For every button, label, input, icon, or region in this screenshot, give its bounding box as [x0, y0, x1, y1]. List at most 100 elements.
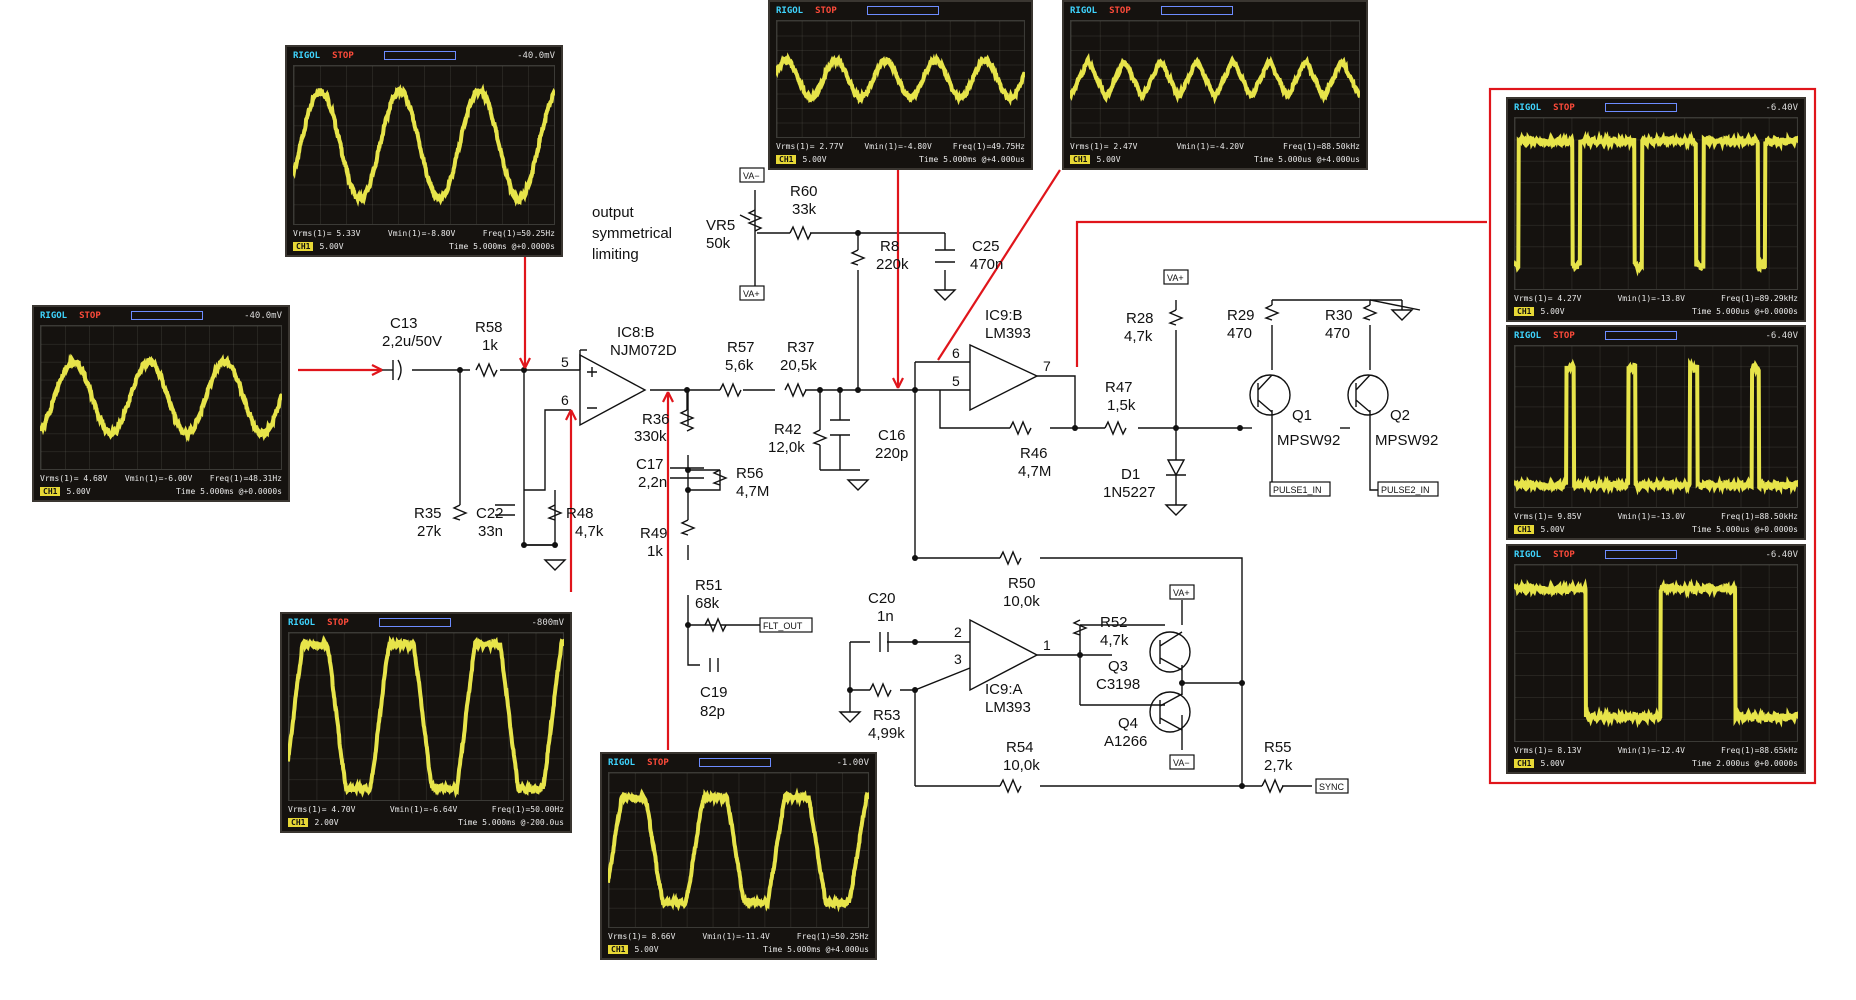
label-r52: R52 [1100, 614, 1128, 631]
probe-arrows [298, 87, 1817, 785]
net-va-plus-1: VA+ [743, 289, 760, 299]
pulse-scopes-frame [1488, 87, 1817, 785]
r54-symbol [999, 778, 1022, 794]
value-r55: 2,7k [1264, 757, 1293, 774]
value-r37: 20,5k [780, 357, 817, 374]
label-d1: D1 [1121, 466, 1140, 483]
r55-symbol [1261, 778, 1284, 794]
label-r36: R36 [642, 411, 670, 428]
label-r58: R58 [475, 319, 503, 336]
label-r51: R51 [695, 577, 723, 594]
junction-dots [457, 230, 1245, 789]
value-r53: 4,99k [868, 725, 905, 742]
r47-symbol [1104, 420, 1127, 436]
r35-symbol [452, 504, 468, 521]
label-q2: Q2 [1390, 407, 1410, 424]
label-vr5: VR5 [706, 217, 735, 234]
value-r30: 470 [1325, 325, 1350, 342]
value-r46: 4,7M [1018, 463, 1051, 480]
label-r56: R56 [736, 465, 764, 482]
component-labels: output symmetrical limiting C13 2,2u/50V… [382, 171, 1438, 792]
c13-symbol [392, 359, 402, 381]
pin-ic9b-out: 7 [1043, 358, 1051, 374]
label-q3: Q3 [1108, 658, 1128, 675]
label-c25: C25 [972, 238, 1000, 255]
value-r42: 12,0k [768, 439, 805, 456]
r30-symbol [1362, 304, 1378, 321]
label-r47: R47 [1105, 379, 1133, 396]
r56-symbol [712, 469, 728, 486]
label-r48: R48 [566, 505, 594, 522]
value-r57: 5,6k [725, 357, 754, 374]
net-flags [739, 167, 1439, 794]
value-q1: MPSW92 [1277, 432, 1340, 449]
pin-ic9b-plus: 5 [952, 373, 960, 389]
r42-symbol [812, 429, 828, 446]
flag-va-plus-1 [739, 285, 765, 301]
c20-symbol [879, 632, 889, 652]
label-r42: R42 [774, 421, 802, 438]
pin-ic9b-minus: 6 [952, 345, 960, 361]
arrow-comp-out [1075, 220, 1487, 367]
label-r55: R55 [1264, 739, 1292, 756]
label-q4: Q4 [1118, 715, 1138, 732]
net-va-plus-2: VA+ [1167, 273, 1184, 283]
label-r57: R57 [727, 339, 755, 356]
vr5-symbol [747, 209, 763, 232]
value-c13: 2,2u/50V [382, 333, 442, 350]
flag-pulse2 [1377, 481, 1439, 497]
value-r36: 330k [634, 428, 667, 445]
r52-symbol [1072, 619, 1088, 636]
q3-symbol [1149, 631, 1191, 673]
value-d1: 1N5227 [1103, 484, 1156, 501]
flag-va-minus-2 [1169, 754, 1195, 770]
value-r60: 33k [792, 201, 817, 218]
flag-flt-out [759, 617, 813, 633]
label-ic8b: IC8:B [617, 324, 655, 341]
net-pulse2: PULSE2_IN [1381, 485, 1430, 495]
r51-symbol [704, 617, 727, 633]
flag-va-plus-3 [1169, 584, 1195, 600]
label-r50: R50 [1008, 575, 1036, 592]
pin-ic8-plus: 5 [561, 354, 569, 370]
value-r28: 4,7k [1124, 328, 1153, 345]
net-sync: SYNC [1319, 782, 1345, 792]
value-q2: MPSW92 [1375, 432, 1438, 449]
value-r50: 10,0k [1003, 593, 1040, 610]
ic9a-symbol [969, 618, 1039, 692]
net-va-plus-3: VA+ [1173, 588, 1190, 598]
annotation-line1: output [592, 204, 635, 221]
r49-symbol [680, 519, 696, 536]
value-r29: 470 [1227, 325, 1252, 342]
label-r8: R8 [880, 238, 899, 255]
flag-pulse1 [1269, 481, 1331, 497]
value-ic9b: LM393 [985, 325, 1031, 342]
label-r54: R54 [1006, 739, 1034, 756]
c19-symbol [709, 658, 719, 672]
value-r35: 27k [417, 523, 442, 540]
value-ic8b: NJM072D [610, 342, 677, 359]
value-r48: 4,7k [575, 523, 604, 540]
value-c17: 2,2n [638, 474, 667, 491]
r53-symbol [869, 682, 892, 698]
value-c16: 220p [875, 445, 908, 462]
schematic-symbols [392, 209, 1414, 794]
ic9b-symbol [969, 343, 1039, 412]
label-q1: Q1 [1292, 407, 1312, 424]
value-r47: 1,5k [1107, 397, 1136, 414]
value-r51: 68k [695, 595, 720, 612]
label-c17: C17 [636, 456, 664, 473]
label-c13: C13 [390, 315, 418, 332]
label-r28: R28 [1126, 310, 1154, 327]
label-r60: R60 [790, 183, 818, 200]
value-vr5: 50k [706, 235, 731, 252]
r50-symbol [999, 550, 1022, 566]
value-c20: 1n [877, 608, 894, 625]
value-r8: 220k [876, 256, 909, 273]
value-r54: 10,0k [1003, 757, 1040, 774]
value-q4: A1266 [1104, 733, 1147, 750]
q4-symbol [1149, 691, 1191, 733]
r36-symbol [679, 409, 695, 432]
flag-sync [1315, 778, 1349, 794]
label-c19: C19 [700, 684, 728, 701]
